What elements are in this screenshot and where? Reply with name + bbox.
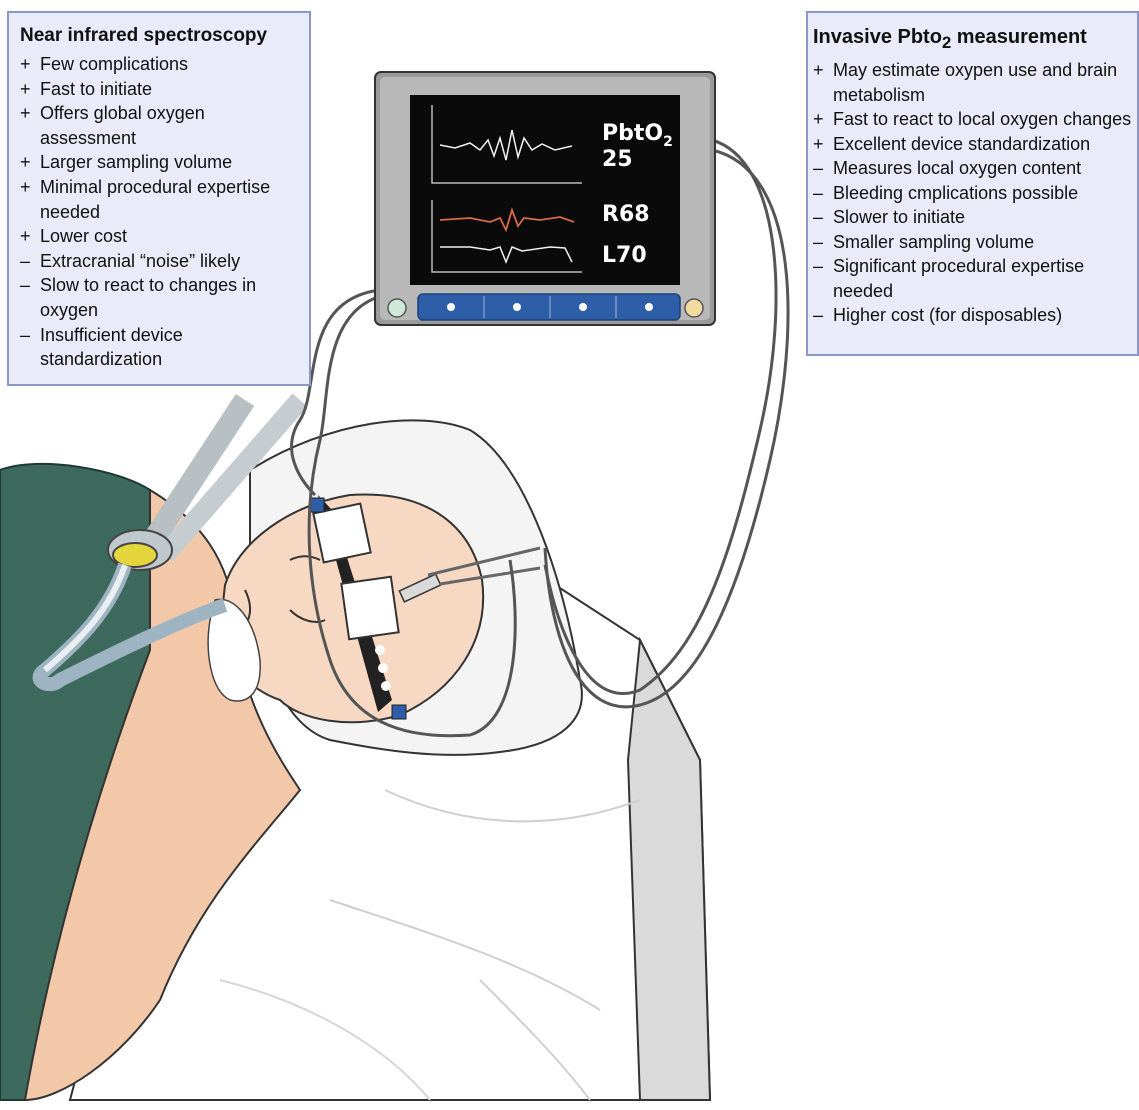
list-text: Excellent device standardization xyxy=(833,134,1090,154)
list-text: Larger sampling volume xyxy=(40,152,232,172)
list-sign: + xyxy=(20,150,31,175)
list-sign: – xyxy=(813,205,823,230)
invasive-list: + May estimate oxypen use and brain metab… xyxy=(813,58,1133,328)
list-text: Measures local oxygen content xyxy=(833,158,1081,178)
left-value: L70 xyxy=(602,243,647,268)
list-item: + Excellent device standardization xyxy=(813,132,1133,157)
monitor-button-bar xyxy=(418,294,680,320)
green-indicator xyxy=(388,299,406,317)
list-sign: – xyxy=(813,254,823,279)
list-text: Minimal procedural expertise needed xyxy=(40,177,270,222)
pbto2-label: PbtO2 xyxy=(602,121,673,150)
invasive-title-main: Invasive Pbto xyxy=(813,26,942,48)
list-sign: – xyxy=(813,156,823,181)
list-text: Fast to initiate xyxy=(40,79,152,99)
list-sign: + xyxy=(20,175,31,200)
list-item: + May estimate oxypen use and brain metab… xyxy=(813,58,1133,107)
list-text: Insufficient device standardization xyxy=(40,325,183,370)
invasive-title: Invasive Pbto2 measurement xyxy=(813,24,1133,56)
list-item: + Fast to react to local oxygen changes xyxy=(813,107,1133,132)
monitor-button-1[interactable] xyxy=(447,303,455,311)
list-item: –Smaller sampling volume xyxy=(813,230,1133,255)
monitor-button-2[interactable] xyxy=(513,303,521,311)
list-item: –Higher cost (for disposables) xyxy=(813,303,1133,328)
pbto2-value: 25 xyxy=(602,147,633,172)
list-sign: – xyxy=(813,181,823,206)
list-text: May estimate oxypen use and brain metabo… xyxy=(833,60,1117,105)
list-item: –Significant procedural expertise needed xyxy=(813,254,1133,303)
list-item: + Offers global oxygen assessment xyxy=(20,101,299,150)
list-text: Higher cost (for disposables) xyxy=(833,305,1062,325)
list-text: Few complications xyxy=(40,54,188,74)
list-text: Lower cost xyxy=(40,226,127,246)
nirs-title: Near infrared spectroscopy xyxy=(20,24,299,48)
list-sign: + xyxy=(813,58,824,83)
list-sign: – xyxy=(813,303,823,328)
invasive-title-tail: measurement xyxy=(951,26,1087,48)
list-item: –Insufficient device standardization xyxy=(20,323,299,372)
list-sign: + xyxy=(20,77,31,102)
nirs-list: + Few complications + Fast to initiate + Of… xyxy=(20,52,299,372)
list-text: Smaller sampling volume xyxy=(833,232,1034,252)
invasive-title-sub: 2 xyxy=(942,33,951,52)
list-sign: + xyxy=(20,224,31,249)
monitor-button-3[interactable] xyxy=(579,303,587,311)
invasive-panel: Invasive Pbto2 measurement + May estimate… xyxy=(806,11,1139,356)
list-sign: – xyxy=(20,323,30,348)
list-text: Slower to initiate xyxy=(833,207,965,227)
list-item: –Bleeding cmplications possible xyxy=(813,181,1133,206)
list-sign: – xyxy=(813,230,823,255)
list-sign: – xyxy=(20,273,30,298)
right-value: R68 xyxy=(602,202,650,227)
list-text: Offers global oxygen assessment xyxy=(40,103,205,148)
list-item: + Lower cost xyxy=(20,224,299,249)
list-sign: + xyxy=(20,52,31,77)
list-sign: + xyxy=(813,132,824,157)
nirs-panel: Near infrared spectroscopy + Few complica… xyxy=(7,11,311,386)
list-item: + Larger sampling volume xyxy=(20,150,299,175)
list-item: –Slow to react to changes in oxygen xyxy=(20,273,299,322)
monitor-button-4[interactable] xyxy=(645,303,653,311)
list-item: + Few complications xyxy=(20,52,299,77)
list-text: Significant procedural expertise needed xyxy=(833,256,1084,301)
list-item: –Slower to initiate xyxy=(813,205,1133,230)
list-item: + Minimal procedural expertise needed xyxy=(20,175,299,224)
list-text: Fast to react to local oxygen changes xyxy=(833,109,1131,129)
list-text: Bleeding cmplications possible xyxy=(833,183,1078,203)
yellow-indicator xyxy=(685,299,703,317)
list-item: –Extracranial “noise” likely xyxy=(20,249,299,274)
list-text: Extracranial “noise” likely xyxy=(40,251,240,271)
monitor: PbtO2 25 R68 L70 xyxy=(375,72,715,325)
list-sign: – xyxy=(20,249,30,274)
list-sign: + xyxy=(813,107,824,132)
list-item: + Fast to initiate xyxy=(20,77,299,102)
list-sign: + xyxy=(20,101,31,126)
list-item: –Measures local oxygen content xyxy=(813,156,1133,181)
list-text: Slow to react to changes in oxygen xyxy=(40,275,256,320)
